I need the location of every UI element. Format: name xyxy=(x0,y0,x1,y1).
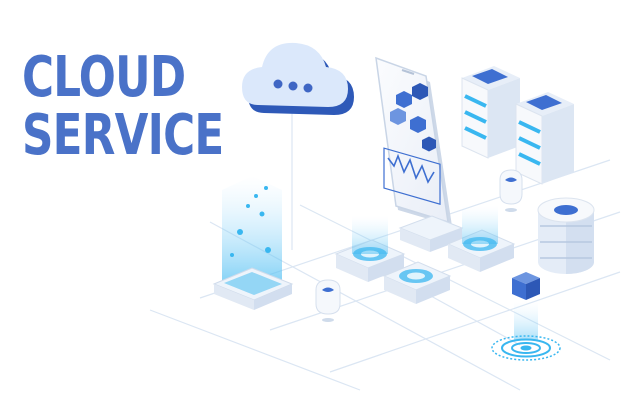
cube-icon xyxy=(512,272,540,340)
phone-dashboard-icon xyxy=(375,56,452,226)
cloud-icon xyxy=(242,42,354,115)
target-ring-icon xyxy=(491,335,561,361)
robot-icon xyxy=(499,169,523,212)
node-box xyxy=(446,206,516,272)
headline-cloud: CLOUD xyxy=(22,45,186,110)
node-box xyxy=(398,215,464,252)
server-rack-icon xyxy=(461,66,574,185)
robot-icon xyxy=(315,279,341,322)
node-box xyxy=(334,216,406,282)
headline-service: SERVICE xyxy=(22,103,224,168)
database-icon xyxy=(537,197,595,274)
node-box xyxy=(382,261,452,304)
hologram-pedestal-icon xyxy=(212,176,294,310)
